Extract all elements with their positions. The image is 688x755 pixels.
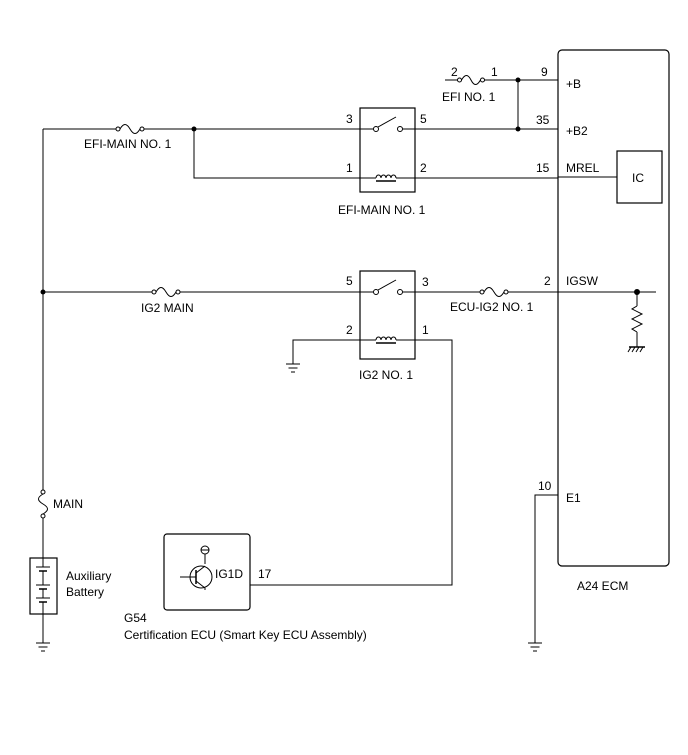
ecm-pin-35-label: +B2 (566, 124, 588, 138)
ground-icon-ig2-relay (286, 363, 300, 373)
wire-efi-main-coil (193, 129, 360, 179)
efi-main-relay-pin-5: 5 (420, 112, 427, 126)
ig2-relay-pin-5: 5 (346, 274, 353, 288)
efi-no1-label: EFI NO. 1 (442, 90, 496, 104)
ecm-pin-15-label: MREL (566, 161, 600, 175)
ig2-relay-pin-1: 1 (422, 323, 429, 337)
ig2-relay-contact-b (397, 289, 403, 295)
efi-main-no1-fuse-icon (115, 124, 145, 134)
ecu-ig2-no1-fuse-label: ECU-IG2 NO. 1 (450, 300, 534, 314)
efi-main-relay-coil-icon (375, 174, 397, 179)
ecm-pin-35-num: 35 (536, 113, 550, 127)
ig2-relay-switch-blade (377, 279, 397, 291)
battery-icon (36, 558, 50, 614)
ecu-ig2-no1-fuse-icon (479, 287, 509, 297)
efi-main-relay-pin-3: 3 (346, 112, 353, 126)
efi-main-no1-fuse-label: EFI-MAIN NO. 1 (84, 137, 172, 151)
ecm-pin-15-num: 15 (536, 161, 550, 175)
wire-ig2-relay-ground (292, 339, 360, 364)
ecm-pin-9-num: 9 (541, 65, 548, 79)
chassis-ground-icon (627, 346, 645, 353)
ig2-main-fuse-label: IG2 MAIN (141, 301, 194, 315)
ground-icon-e1 (528, 642, 542, 652)
wire-ig2-coil-to-ig1d (250, 339, 453, 586)
ecm-pin-2-label: IGSW (566, 274, 599, 288)
battery-label-line2: Battery (66, 585, 104, 599)
ig2-main-fuse-icon (151, 287, 181, 297)
ecm-pin-2-num: 2 (544, 274, 551, 288)
cert-ecu-pin-17: 17 (258, 567, 272, 581)
efi-no1-fuse-icon (457, 75, 485, 85)
efi-no1-pin-1: 1 (491, 65, 498, 79)
efi-no1-pin-2: 2 (451, 65, 458, 79)
ig2-relay-pin-3: 3 (422, 275, 429, 289)
cert-ecu-box (163, 533, 251, 611)
ic-label: IC (632, 171, 644, 185)
ig2-relay-label: IG2 NO. 1 (359, 368, 413, 382)
cert-ecu-code: G54 (124, 611, 147, 625)
efi-main-relay-pin-1: 1 (346, 161, 353, 175)
battery-label-line1: Auxiliary (66, 569, 111, 583)
ig2-relay-box (359, 270, 416, 360)
ig2-relay-contact-a (373, 289, 379, 295)
ig2-relay-pin-2: 2 (346, 323, 353, 337)
efi-main-relay-contact-b (397, 126, 403, 132)
ecm-label: A24 ECM (577, 579, 628, 593)
efi-main-relay-switch-blade (377, 116, 397, 128)
transistor-icon (180, 545, 213, 590)
main-fuse-icon (38, 489, 48, 519)
efi-main-relay-pin-2: 2 (420, 161, 427, 175)
efi-main-relay-contact-a (373, 126, 379, 132)
ig2-relay-coil-icon (375, 336, 397, 341)
cert-ecu-terminal-label: IG1D (215, 567, 243, 581)
ic-box (616, 150, 663, 204)
resistor-icon (630, 305, 644, 333)
ecm-pin-10-num: 10 (538, 479, 552, 493)
efi-main-relay-label: EFI-MAIN NO. 1 (338, 203, 426, 217)
wire-e1-ground (534, 494, 558, 643)
ecm-pin-9-label: +B (566, 77, 581, 91)
ecm-pin-10-label: E1 (566, 491, 581, 505)
main-fuse-label: MAIN (53, 497, 83, 511)
ground-icon-battery (36, 642, 50, 652)
efi-main-relay-box (359, 107, 416, 193)
cert-ecu-name: Certification ECU (Smart Key ECU Assembl… (124, 628, 367, 642)
